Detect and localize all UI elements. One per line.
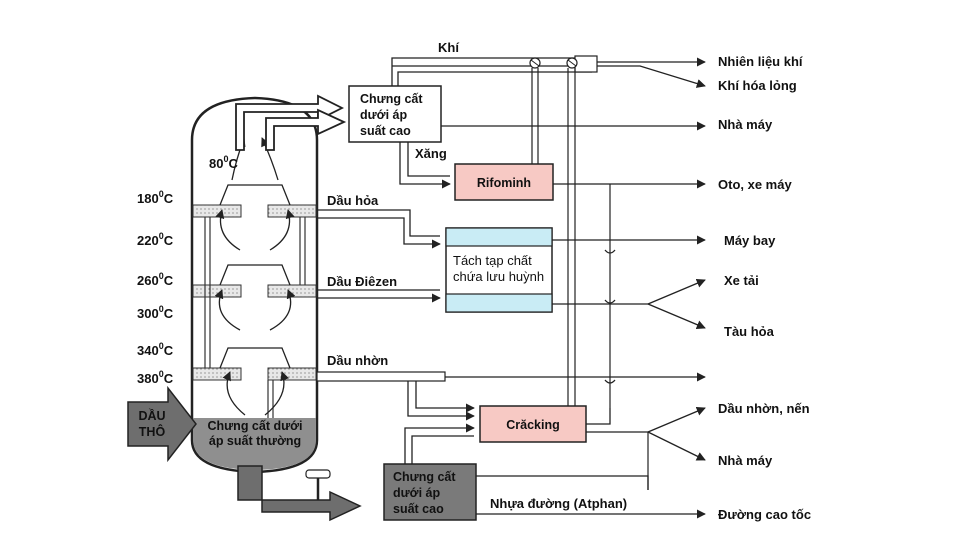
desulf-label-2: chứa lưu huỳnh bbox=[453, 269, 544, 284]
diesel-stream: Dầu Điêzen bbox=[317, 274, 441, 303]
product-label: Tàu hỏa bbox=[724, 324, 775, 339]
distillation-column: Chưng cất dưới áp suất thường bbox=[190, 96, 319, 474]
product-label: Máy bay bbox=[724, 233, 776, 248]
temperature-label: 3800C bbox=[137, 369, 174, 386]
high-pressure-distillation-top: Chưng cất dưới áp suất cao bbox=[348, 85, 442, 143]
unit-label: dưới áp bbox=[393, 486, 440, 500]
unit-label: Chưng cất bbox=[393, 470, 456, 484]
reforming-unit: Rifominh bbox=[454, 163, 554, 201]
gas-line: Khí bbox=[391, 40, 706, 406]
product-list: Nhiên liệu khí Khí hóa lỏng Nhà máy Oto,… bbox=[718, 54, 811, 522]
crude-oil-label-1: DẦU bbox=[138, 408, 165, 423]
bottom-residue-pipe bbox=[237, 465, 362, 522]
product-label: Khí hóa lỏng bbox=[718, 78, 797, 93]
temperature-label: 2200C bbox=[137, 231, 174, 248]
column-trays bbox=[192, 137, 317, 418]
distribution-lines bbox=[604, 184, 649, 490]
stream-lube-label: Dầu nhờn bbox=[327, 353, 388, 368]
kerosene-stream: Dầu hỏa bbox=[317, 193, 441, 249]
gasoline-stream: Xăng bbox=[399, 142, 451, 189]
stream-gas-label: Khí bbox=[438, 40, 459, 55]
product-label: Nhà máy bbox=[718, 117, 773, 132]
stream-gasoline-label: Xăng bbox=[415, 146, 447, 161]
top-vapor-pipe bbox=[235, 94, 347, 151]
product-label: Nhà máy bbox=[718, 453, 773, 468]
unit-label: dưới áp bbox=[360, 108, 407, 122]
cracking-unit: Crăcking bbox=[479, 405, 587, 443]
temperature-scale: 1800C 2200C 2600C 3000C 3400C 3800C bbox=[137, 189, 174, 386]
stream-asphalt-label: Nhựa đường (Atphan) bbox=[490, 496, 627, 511]
column-bottom-label-2: áp suất thường bbox=[209, 434, 301, 448]
product-label: Xe tải bbox=[724, 273, 759, 288]
temperature-label: 3400C bbox=[137, 341, 174, 358]
unit-label: suất cao bbox=[360, 124, 411, 138]
crude-oil-label-2: THÔ bbox=[139, 424, 166, 439]
valve-icon bbox=[305, 469, 331, 479]
unit-label: Chưng cất bbox=[360, 92, 423, 106]
stream-kerosene-label: Dầu hỏa bbox=[327, 193, 379, 208]
reforming-label: Rifominh bbox=[477, 176, 531, 190]
column-bottom-liquid bbox=[193, 418, 316, 470]
high-pressure-distillation-bottom: Chưng cất dưới áp suất cao bbox=[383, 463, 477, 521]
stream-diesel-label: Dầu Điêzen bbox=[327, 274, 397, 289]
product-label: Dầu nhờn, nến bbox=[718, 401, 810, 416]
crude-oil-input: DẦU THÔ bbox=[127, 385, 197, 463]
product-label: Nhiên liệu khí bbox=[718, 54, 803, 69]
temperature-label: 1800C bbox=[137, 189, 174, 206]
desulf-label-1: Tách tạp chất bbox=[453, 253, 532, 268]
product-label: Oto, xe máy bbox=[718, 177, 792, 192]
product-label: Đường cao tốc bbox=[718, 507, 811, 522]
temperature-label: 2600C bbox=[137, 271, 174, 288]
top-temperature: 800C bbox=[209, 154, 238, 171]
column-bottom-label-1: Chưng cất dưới bbox=[207, 419, 302, 433]
temperature-label: 3000C bbox=[137, 304, 174, 321]
lube-stream: Dầu nhờn bbox=[316, 353, 475, 421]
desulfurization-unit: Tách tạp chất chứa lưu huỳnh bbox=[445, 227, 553, 313]
cracking-label: Crăcking bbox=[506, 418, 560, 432]
unit-label: suất cao bbox=[393, 502, 444, 516]
